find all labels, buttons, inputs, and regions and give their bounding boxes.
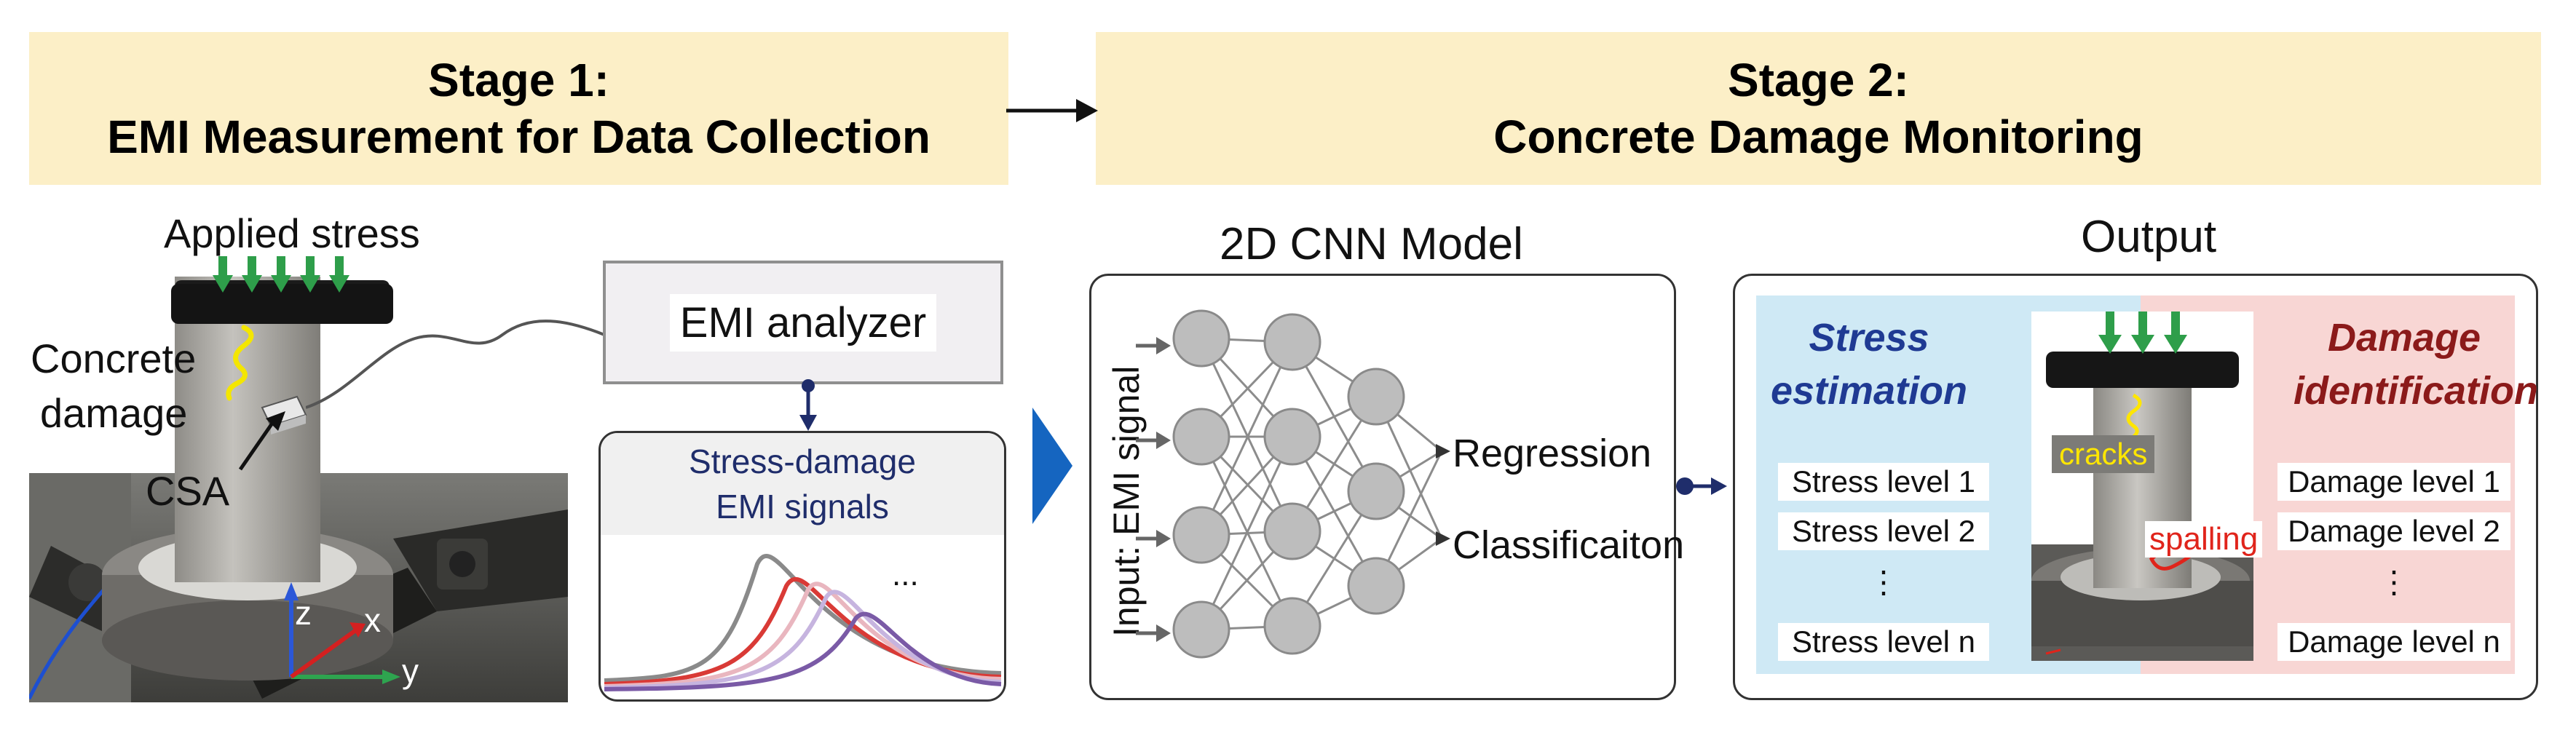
cnn-to-output-arrow (1676, 477, 1727, 495)
stress-heading-line1: Stress (1809, 316, 1929, 360)
damage-identification-heading: Damage identification (2293, 312, 2538, 418)
emi-signal-curves (604, 554, 1002, 691)
specimen-photo (29, 277, 568, 702)
signals-label-line1: Stress-damage (689, 442, 916, 480)
analyzer-to-signals-arrow (799, 379, 817, 431)
spalling-label: spalling (2145, 521, 2263, 558)
stage2-title: Stage 2: (1728, 53, 1909, 106)
damage-heading-line2: identification (2293, 368, 2538, 413)
applied-stress-arrows (213, 256, 349, 293)
cnn-network (1136, 309, 1450, 659)
signal-curve-3 (604, 582, 1002, 689)
stage1-banner: Stage 1: EMI Measurement for Data Collec… (29, 32, 1008, 185)
emi-analyzer-box: EMI analyzer (603, 261, 1003, 384)
concrete-damage-label-line2: damage (40, 390, 188, 436)
concrete-damage-label-line1: Concrete (31, 336, 197, 381)
stress-estimation-heading: Stress estimation (1756, 312, 1982, 418)
stage1-title: Stage 1: (428, 53, 609, 106)
csa-label: CSA (146, 468, 230, 514)
stage1-subtitle: EMI Measurement for Data Collection (107, 111, 931, 163)
stage2-subtitle: Concrete Damage Monitoring (1493, 111, 2144, 163)
stress-level-ellipsis: ⋮ (1868, 565, 1899, 599)
csa-pointer (238, 411, 285, 471)
axis-x-label: x (364, 601, 381, 639)
sensor-cable (306, 320, 605, 409)
signal-curve-4 (604, 590, 1002, 690)
emi-signals-panel: Stress-damage EMI signals ... (598, 431, 1006, 702)
output-title: Output (2081, 212, 2217, 262)
stage-arrow (1006, 99, 1098, 122)
emi-signals-header: Stress-damage EMI signals (601, 433, 1004, 535)
emi-analyzer-label: EMI analyzer (669, 293, 937, 352)
signal-curve-2 (604, 576, 1002, 686)
damage-level-item: Damage level 2 (2277, 512, 2510, 550)
stress-heading-line2: estimation (1770, 368, 1968, 413)
signal-curve-5 (604, 611, 1002, 691)
stress-level-item: Stress level 2 (1778, 512, 1989, 550)
damaged-specimen-photo (2031, 312, 2253, 661)
stress-level-item: Stress level 1 (1778, 463, 1989, 501)
cnn-model-title: 2D CNN Model (1220, 219, 1523, 269)
stress-level-item: Stress level n (1778, 623, 1989, 661)
signals-label-line2: EMI signals (716, 488, 889, 525)
regression-label: Regression (1453, 432, 1652, 475)
classification-label: Classificaiton (1453, 523, 1685, 567)
damage-level-ellipsis: ⋮ (2379, 565, 2409, 599)
signal-curve-1 (604, 554, 1002, 683)
stage-transition-arrow (1032, 408, 1072, 524)
axis-z-label: z (295, 594, 312, 632)
axis-y-label: y (402, 652, 419, 690)
signals-ellipsis: ... (892, 557, 919, 592)
damage-level-item: Damage level 1 (2277, 463, 2510, 501)
damage-heading-line1: Damage (2327, 316, 2481, 360)
applied-stress-label: Applied stress (164, 210, 420, 256)
stage2-banner: Stage 2: Concrete Damage Monitoring (1096, 32, 2541, 185)
damage-level-item: Damage level n (2277, 623, 2510, 661)
cracks-label: cracks (2052, 435, 2155, 473)
